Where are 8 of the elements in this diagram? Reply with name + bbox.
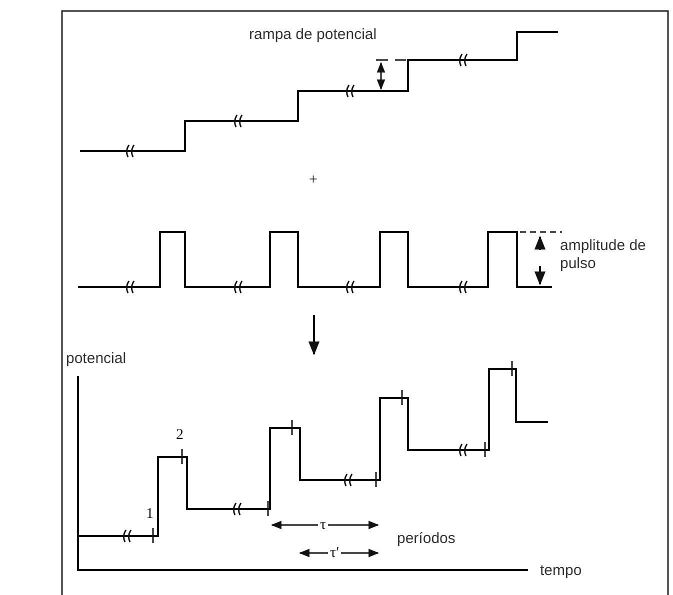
- annotation-label: períodos: [397, 530, 456, 548]
- callout-number: 1: [146, 505, 154, 523]
- axis-label: tempo: [540, 562, 582, 580]
- plus-sign: +: [309, 171, 318, 189]
- axis-label: potencial: [66, 350, 126, 368]
- annotation-label: rampa de potencial: [249, 26, 377, 44]
- annotation-label: amplitude de pulso: [560, 237, 647, 273]
- callout-number: 2: [176, 426, 184, 444]
